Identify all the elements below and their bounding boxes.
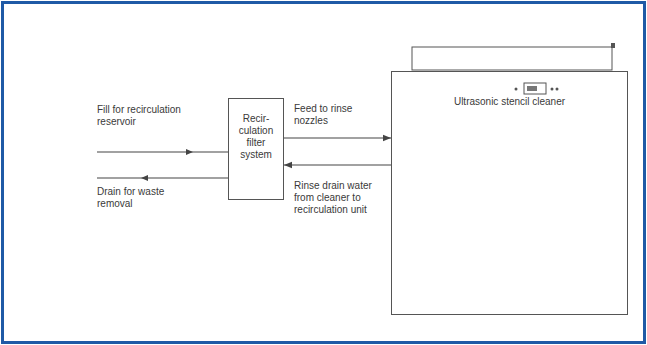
- cleaner-box: Ultrasonic stencil cleaner: [391, 71, 628, 315]
- edge-label: Rinse drain water from cleaner to recirc…: [294, 180, 388, 216]
- line-label: Drain for waste removal: [97, 186, 197, 210]
- drain-line: [97, 177, 228, 178]
- arrowhead: [141, 175, 148, 181]
- flow-connector: [284, 137, 391, 138]
- cleaner-lid: [412, 47, 612, 70]
- node-label: Ultrasonic stencil cleaner: [402, 96, 617, 108]
- node-label: Recir-culation filter system: [232, 113, 280, 161]
- line-label: Fill for recirculation reservoir: [97, 104, 207, 128]
- edge-label: Feed to rinse nozzles: [294, 103, 386, 127]
- fill-line: [97, 151, 228, 152]
- arrowhead: [186, 149, 193, 155]
- flow-connector: [284, 164, 391, 165]
- lid-handle: [611, 43, 615, 48]
- filter-box: Recir-culation filter system: [228, 98, 284, 200]
- control-panel: [512, 80, 572, 96]
